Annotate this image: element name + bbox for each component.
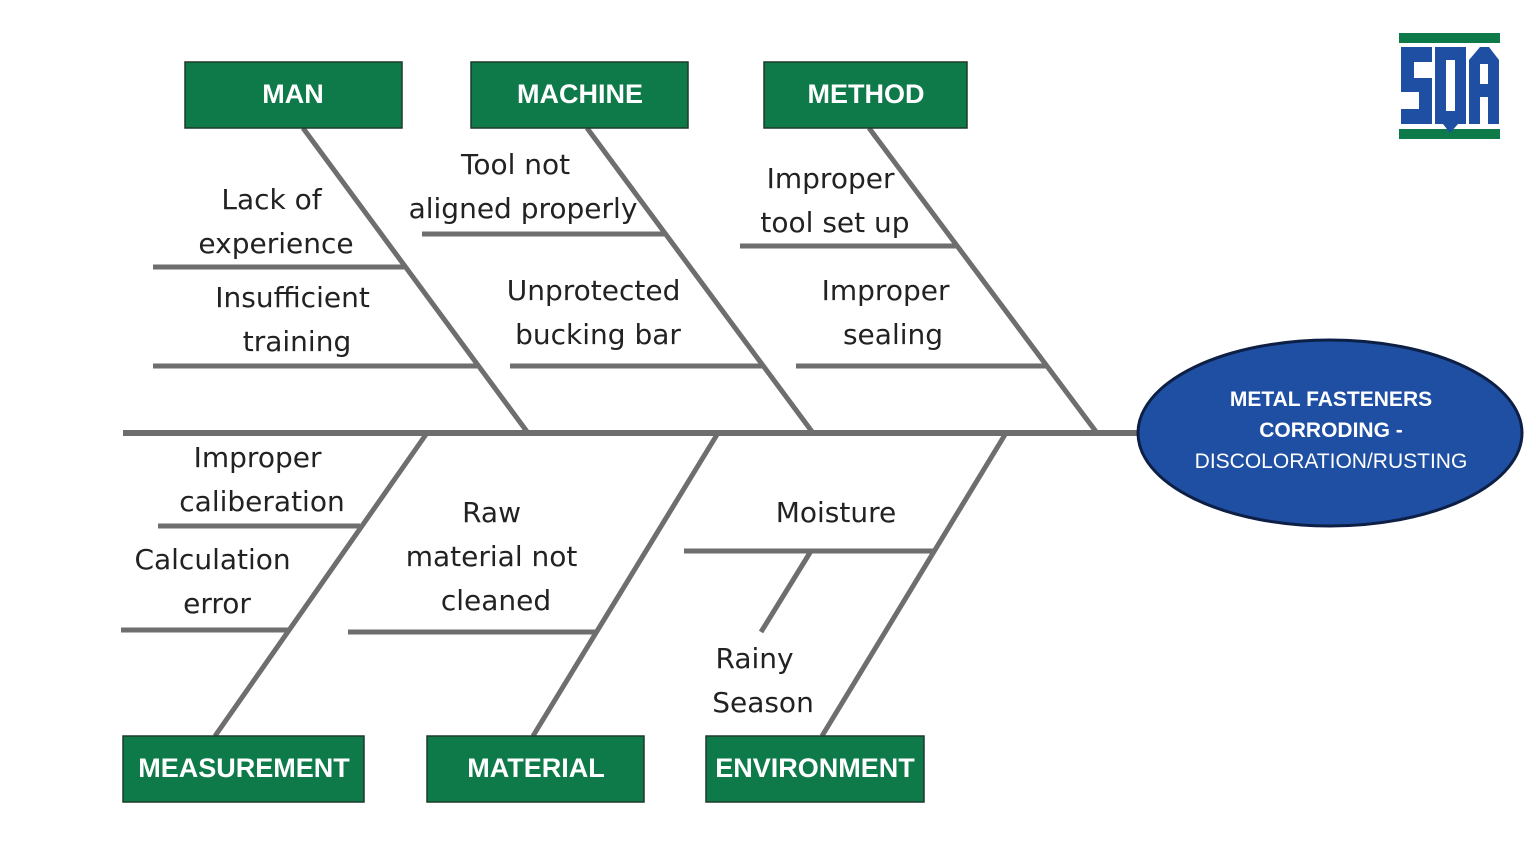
category-box-method bbox=[763, 61, 968, 129]
cause-man-1-line-2: experience bbox=[198, 227, 353, 260]
cause-measurement-2-line-1: Calculation bbox=[134, 543, 290, 576]
cause-method-2-line-2: sealing bbox=[843, 318, 943, 351]
cause-man-1-line-1: Lack of bbox=[221, 183, 322, 216]
logo-letter-q bbox=[1435, 47, 1466, 133]
category-environment: ENVIRONMENT bbox=[705, 735, 925, 803]
measurement-bone bbox=[212, 431, 430, 738]
cause-material-1-line-1: Raw bbox=[462, 496, 521, 529]
category-label-measurement: MEASUREMENT bbox=[138, 753, 350, 783]
category-method: METHOD bbox=[763, 61, 968, 129]
cause-machine-1: Tool not aligned properly bbox=[409, 148, 638, 225]
cause-machine-2-line-1: Unprotected bbox=[507, 274, 681, 307]
cause-measurement-2-line-2: error bbox=[183, 587, 251, 620]
cause-method-2-line-1: Improper bbox=[822, 274, 950, 307]
category-material: MATERIAL bbox=[426, 735, 645, 803]
category-label-environment: ENVIRONMENT bbox=[715, 753, 915, 783]
category-machine: MACHINE bbox=[470, 61, 689, 129]
category-box-man bbox=[184, 61, 403, 129]
cause-measurement-2: Calculation error bbox=[134, 543, 299, 620]
category-label-machine: MACHINE bbox=[517, 79, 643, 109]
problem-line-2: CORRODING - bbox=[1259, 419, 1403, 442]
cause-line-environment-2 bbox=[758, 549, 814, 634]
machine-bone bbox=[584, 126, 816, 435]
cause-environment-1: Moisture bbox=[776, 496, 897, 529]
cause-measurement-1: Improper caliberation bbox=[179, 441, 344, 518]
category-box-material bbox=[426, 735, 645, 803]
cause-material-1-line-3: cleaned bbox=[441, 584, 551, 617]
logo-bottom-bar bbox=[1399, 129, 1500, 139]
problem-head: METAL FASTENERS CORRODING - DISCOLORATIO… bbox=[1136, 338, 1524, 528]
problem-line-3: DISCOLORATION/RUSTING bbox=[1195, 450, 1468, 473]
category-measurement: MEASUREMENT bbox=[122, 735, 365, 803]
man-bone bbox=[300, 126, 531, 435]
category-box-measurement bbox=[122, 735, 365, 803]
cause-method-1-line-1: Improper bbox=[767, 162, 895, 195]
cause-environment-2-line-2: Season bbox=[712, 686, 814, 719]
environment-bone bbox=[819, 431, 1009, 738]
cause-measurement-1-line-2: caliberation bbox=[179, 485, 344, 518]
cause-measurement-1-line-1: Improper bbox=[194, 441, 322, 474]
cause-machine-2-line-2: bucking bar bbox=[515, 318, 681, 351]
cause-man-2-line-1: Insufficient bbox=[215, 281, 370, 314]
cause-environment-1-line-1: Moisture bbox=[776, 496, 897, 529]
category-label-material: MATERIAL bbox=[467, 753, 604, 783]
problem-line-1: METAL FASTENERS bbox=[1230, 388, 1432, 411]
sqa-logo-icon bbox=[1399, 33, 1500, 139]
material-bone bbox=[530, 431, 721, 738]
cause-environment-2-line-1: Rainy bbox=[716, 642, 794, 675]
cause-environment-2: Rainy Season bbox=[712, 642, 814, 719]
logo-letter-s bbox=[1401, 47, 1432, 124]
cause-man-1: Lack of experience bbox=[198, 183, 353, 260]
cause-material-1-line-2: material not bbox=[406, 540, 578, 573]
cause-material-1: Raw material not cleaned bbox=[406, 496, 587, 617]
cause-method-2: Improper sealing bbox=[822, 274, 959, 351]
cause-method-1: Improper tool set up bbox=[760, 162, 909, 239]
method-bone bbox=[866, 126, 1100, 435]
category-label-man: MAN bbox=[262, 79, 324, 109]
cause-man-2: Insufficient training bbox=[215, 281, 378, 358]
cause-machine-2: Unprotected bucking bar bbox=[507, 274, 690, 351]
logo-top-bar bbox=[1399, 33, 1500, 43]
category-box-environment bbox=[705, 735, 925, 803]
cause-man-2-line-2: training bbox=[243, 325, 351, 358]
logo-letter-a bbox=[1469, 47, 1499, 124]
cause-machine-1-line-2: aligned properly bbox=[409, 192, 638, 225]
category-label-method: METHOD bbox=[808, 79, 925, 109]
cause-machine-1-line-1: Tool not bbox=[460, 148, 570, 181]
category-box-machine bbox=[470, 61, 689, 129]
cause-method-1-line-2: tool set up bbox=[760, 206, 909, 239]
problem-ellipse bbox=[1136, 338, 1524, 528]
category-man: MAN bbox=[184, 61, 403, 129]
